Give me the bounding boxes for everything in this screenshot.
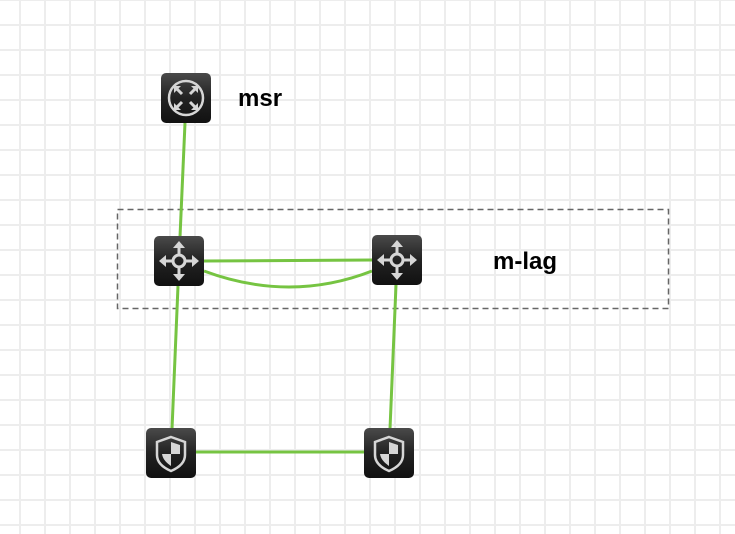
msr-label: msr — [238, 85, 283, 112]
router-icon[interactable] — [161, 73, 211, 123]
link-switch-left-switch-right-1[interactable] — [203, 258, 373, 263]
switch-icon[interactable] — [372, 235, 422, 285]
link-switch-right-firewall-right[interactable] — [388, 284, 398, 430]
firewall-icon[interactable] — [364, 428, 414, 478]
m-lag-group-box[interactable] — [116, 208, 670, 310]
link-msr-switch-left[interactable] — [178, 122, 187, 238]
link-switch-left-switch-right-2[interactable] — [203, 269, 373, 289]
m-lag-label: m-lag — [493, 248, 558, 275]
link-switch-left-firewall-left[interactable] — [170, 285, 180, 430]
firewall-icon[interactable] — [146, 428, 196, 478]
switch-icon[interactable] — [154, 236, 204, 286]
